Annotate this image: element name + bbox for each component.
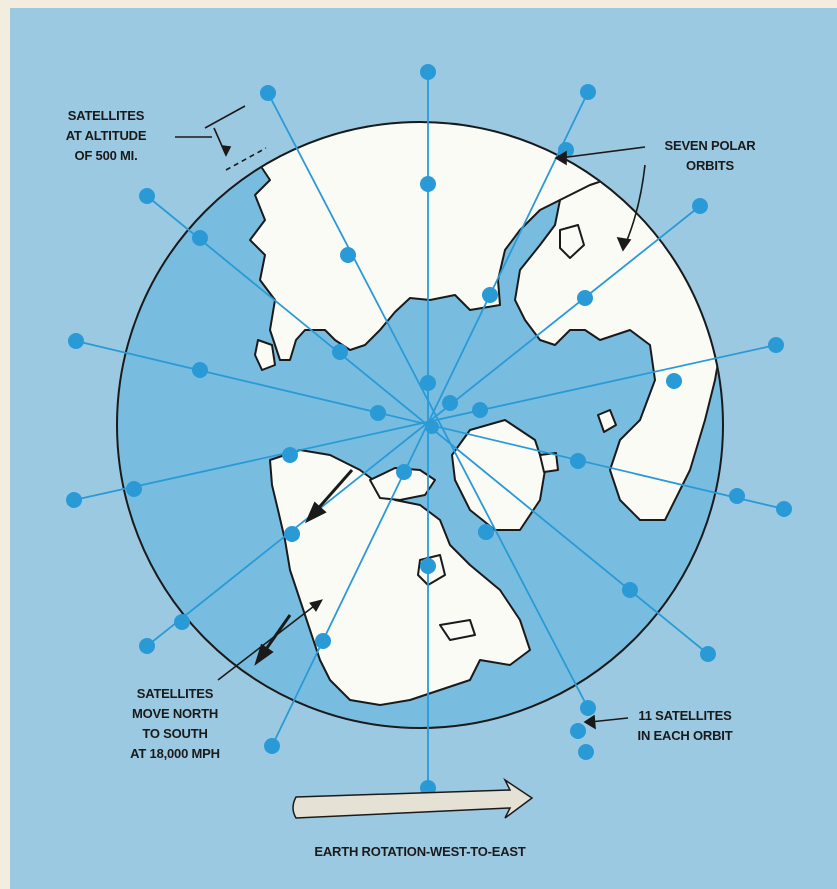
satellite-dot bbox=[420, 64, 436, 80]
satellite-dot bbox=[68, 333, 84, 349]
satellite-dot bbox=[260, 85, 276, 101]
altitude-line-2: AT ALTITUDE bbox=[66, 128, 147, 143]
altitude-line-3: OF 500 MI. bbox=[74, 148, 137, 163]
movement-line-1: SATELLITES bbox=[137, 686, 214, 701]
label-count: 11 SATELLITES IN EACH ORBIT bbox=[638, 708, 733, 743]
satellite-dot bbox=[580, 700, 596, 716]
landmass-north bbox=[249, 123, 611, 361]
satellite-dot bbox=[370, 405, 386, 421]
movement-line-3: TO SOUTH bbox=[142, 726, 207, 741]
satellite-dot bbox=[264, 738, 280, 754]
satellite-dot bbox=[174, 614, 190, 630]
north-pole bbox=[425, 420, 439, 434]
satellite-dot bbox=[482, 287, 498, 303]
polar-orbits-line-2: ORBITS bbox=[686, 158, 734, 173]
rotation-arrow bbox=[292, 777, 534, 819]
movement-line-4: AT 18,000 MPH bbox=[130, 746, 220, 761]
island-6 bbox=[439, 619, 476, 641]
satellite-dot bbox=[332, 344, 348, 360]
polar-orbit-2 bbox=[267, 92, 589, 709]
island-4 bbox=[597, 409, 617, 433]
satellite-dot bbox=[666, 373, 682, 389]
satellite-dot bbox=[622, 582, 638, 598]
satellite-dot bbox=[192, 362, 208, 378]
satellite-dot bbox=[472, 402, 488, 418]
satellite-dot bbox=[729, 488, 745, 504]
satellite-dot bbox=[420, 176, 436, 192]
satellite-dot bbox=[570, 723, 586, 739]
satellite-dot bbox=[139, 638, 155, 654]
label-movement: SATELLITES MOVE NORTH TO SOUTH AT 18,000… bbox=[130, 686, 220, 761]
satellite-dot bbox=[478, 524, 494, 540]
label-polar-orbits: SEVEN POLAR ORBITS bbox=[665, 138, 757, 173]
satellite-dot bbox=[768, 337, 784, 353]
polar-orbits-line-1: SEVEN POLAR bbox=[665, 138, 757, 153]
satellite-dot bbox=[192, 230, 208, 246]
satellite-dot bbox=[442, 395, 458, 411]
globe-outline bbox=[116, 121, 724, 729]
satellite-dot bbox=[580, 84, 596, 100]
satellite-dot bbox=[776, 501, 792, 517]
polar-orbit-6 bbox=[146, 205, 701, 647]
satellite-dot bbox=[700, 646, 716, 662]
satellites bbox=[66, 64, 792, 796]
polar-orbits-pointer bbox=[554, 146, 646, 252]
satellite-dot bbox=[577, 290, 593, 306]
satellite-count-pointer bbox=[583, 714, 629, 730]
satellite-dot bbox=[139, 188, 155, 204]
satellite-dot bbox=[340, 247, 356, 263]
satellite-dot bbox=[126, 481, 142, 497]
satellite-dot bbox=[578, 744, 594, 760]
movement-line-2: MOVE NORTH bbox=[132, 706, 218, 721]
altitude-line-1: SATELLITES bbox=[68, 108, 145, 123]
satellite-dot bbox=[284, 526, 300, 542]
satellite-dot bbox=[692, 198, 708, 214]
label-rotation: EARTH ROTATION-WEST-TO-EAST bbox=[314, 844, 526, 859]
satellite-dot bbox=[420, 375, 436, 391]
altitude-dimension bbox=[175, 105, 267, 171]
label-altitude: SATELLITES AT ALTITUDE OF 500 MI. bbox=[66, 108, 147, 163]
satellite-dot bbox=[570, 453, 586, 469]
satellite-dot bbox=[66, 492, 82, 508]
satellite-dot bbox=[396, 464, 412, 480]
satellite-dot bbox=[282, 447, 298, 463]
island-2 bbox=[559, 224, 585, 259]
satellite-dot bbox=[315, 633, 331, 649]
satellite-dot bbox=[420, 558, 436, 574]
island-3 bbox=[539, 452, 559, 473]
count-line-2: IN EACH ORBIT bbox=[638, 728, 733, 743]
movement-arrows bbox=[217, 469, 354, 681]
polar-orbit-5 bbox=[73, 344, 777, 501]
island-1 bbox=[254, 339, 276, 371]
count-line-1: 11 SATELLITES bbox=[638, 708, 732, 723]
